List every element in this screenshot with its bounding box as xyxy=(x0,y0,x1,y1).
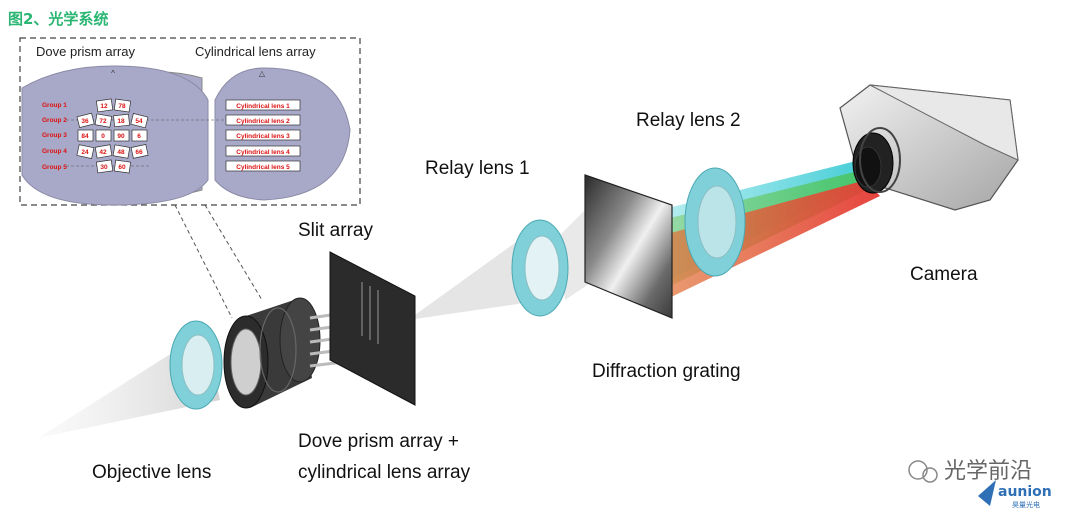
beam-slit-to-relay1 xyxy=(408,232,545,320)
group-label: Group 4 xyxy=(42,148,67,155)
prism-cell xyxy=(130,144,149,159)
prism-angle: 66 xyxy=(135,149,143,156)
camera-top-face xyxy=(869,84,1019,161)
prism-angle: 18 xyxy=(117,118,125,125)
prism-cell xyxy=(113,113,130,128)
cylindrical-lens-label: Cylindrical lens 5 xyxy=(236,164,290,171)
cylindrical-lens-box xyxy=(225,129,301,141)
label-objective-lens: Objective lens xyxy=(92,462,211,483)
prism-cell xyxy=(113,159,132,174)
cylindrical-lens-label: Cylindrical lens 3 xyxy=(236,133,290,140)
prism-cell xyxy=(113,129,130,142)
camera-lens-ring xyxy=(859,127,901,193)
prism-angle: 90 xyxy=(117,133,125,140)
prism-angle: 60 xyxy=(118,164,126,171)
disc-marker-left: ^ xyxy=(111,69,115,78)
cylindrical-lens-list: Cylindrical lens 1 Cylindrical lens 2 Cy… xyxy=(225,99,301,172)
objective-lens-glass xyxy=(181,334,215,396)
relay-lens-2 xyxy=(684,167,746,277)
prism-angle: 0 xyxy=(101,133,105,140)
prism-row-1: 12 78 xyxy=(95,98,132,113)
relay-lens-1 xyxy=(511,219,569,317)
cylindrical-lens-box xyxy=(225,160,301,172)
prism-cell xyxy=(76,144,95,159)
group-label: Group 2 xyxy=(42,117,67,124)
prism-cell xyxy=(95,159,114,174)
prism-angle: 30 xyxy=(100,164,108,171)
inset-leader-line xyxy=(204,204,263,301)
prism-cell xyxy=(113,98,132,113)
cylindrical-lens-box xyxy=(225,114,301,126)
inset-left-title: Dove prism array xyxy=(36,44,135,59)
prism-cell xyxy=(94,113,113,128)
prism-angle: 54 xyxy=(135,118,143,125)
prism-row-5: 30 60 xyxy=(95,159,132,174)
prism-cell xyxy=(131,129,148,142)
prism-angle: 72 xyxy=(99,118,107,125)
label-relay-lens-2: Relay lens 2 xyxy=(636,110,741,131)
group-label: Group 3 xyxy=(42,132,67,139)
brand-name: aunion xyxy=(998,484,1052,500)
cylindrical-lens-box xyxy=(225,99,301,111)
prism-row-2: 36 72 18 54 xyxy=(76,112,149,129)
prism-angle: 24 xyxy=(81,149,89,156)
dove-module-window xyxy=(230,328,262,396)
prism-row-3: 84 0 90 6 xyxy=(77,129,148,142)
figure-title: 图2、光学系统 xyxy=(8,10,109,28)
label-camera: Camera xyxy=(910,264,978,285)
brand-logo-icon xyxy=(978,480,996,506)
camera xyxy=(839,84,1019,211)
prism-angle: 36 xyxy=(81,118,89,125)
inset-panel: Dove prism array Cylindrical lens array … xyxy=(19,37,361,206)
prism-angle: 6 xyxy=(137,133,141,140)
relay-lens-1-glass xyxy=(524,235,560,301)
diffraction-grating xyxy=(584,174,673,319)
prism-cell xyxy=(77,129,94,142)
prism-cell xyxy=(95,129,112,142)
brand-subtitle: 昊量光电 xyxy=(1012,500,1040,509)
group-label: Group 5 xyxy=(42,164,67,171)
relay-lens-2-glass xyxy=(697,185,737,259)
prism-angle: 42 xyxy=(99,149,107,156)
prism-cell xyxy=(95,98,114,113)
wechat-icon-secondary xyxy=(922,467,938,483)
camera-lens-opening xyxy=(854,146,882,188)
label-dove-prism-line1: Dove prism array + xyxy=(298,431,459,452)
slit-array xyxy=(329,251,416,406)
watermark: 光学前沿 aunion 昊量光电 xyxy=(908,459,1052,509)
prism-angle: 12 xyxy=(100,103,108,110)
prism-cell xyxy=(130,113,149,129)
prism-angle: 78 xyxy=(118,103,126,110)
group-label: Group 1 xyxy=(42,102,67,109)
cylindrical-lens-label: Cylindrical lens 4 xyxy=(236,149,290,156)
slit-plate xyxy=(329,251,416,406)
label-slit-array: Slit array xyxy=(298,220,373,241)
objective-lens xyxy=(169,320,223,410)
label-diffraction-grating: Diffraction grating xyxy=(592,361,741,382)
cylindrical-lens-label: Cylindrical lens 2 xyxy=(236,118,290,125)
cylindrical-lens-label: Cylindrical lens 1 xyxy=(236,103,290,110)
label-dove-prism-line2: cylindrical lens array xyxy=(298,462,471,483)
prism-cell xyxy=(112,144,131,159)
inset-right-title: Cylindrical lens array xyxy=(195,44,316,59)
prism-cell xyxy=(94,144,113,159)
wechat-icon xyxy=(908,460,928,480)
prism-angle: 84 xyxy=(81,133,89,140)
prism-cell xyxy=(76,112,95,128)
label-relay-lens-1: Relay lens 1 xyxy=(425,158,530,179)
disc-marker-right: △ xyxy=(259,69,266,78)
dove-module-ring xyxy=(259,307,297,393)
watermark-text: 光学前沿 xyxy=(944,459,1032,484)
inset-leader-line xyxy=(174,204,233,319)
grating-plate xyxy=(584,174,673,319)
prism-angle: 48 xyxy=(117,149,125,156)
prism-row-4: 24 42 48 66 xyxy=(76,144,149,159)
cylindrical-lens-box xyxy=(225,145,301,157)
